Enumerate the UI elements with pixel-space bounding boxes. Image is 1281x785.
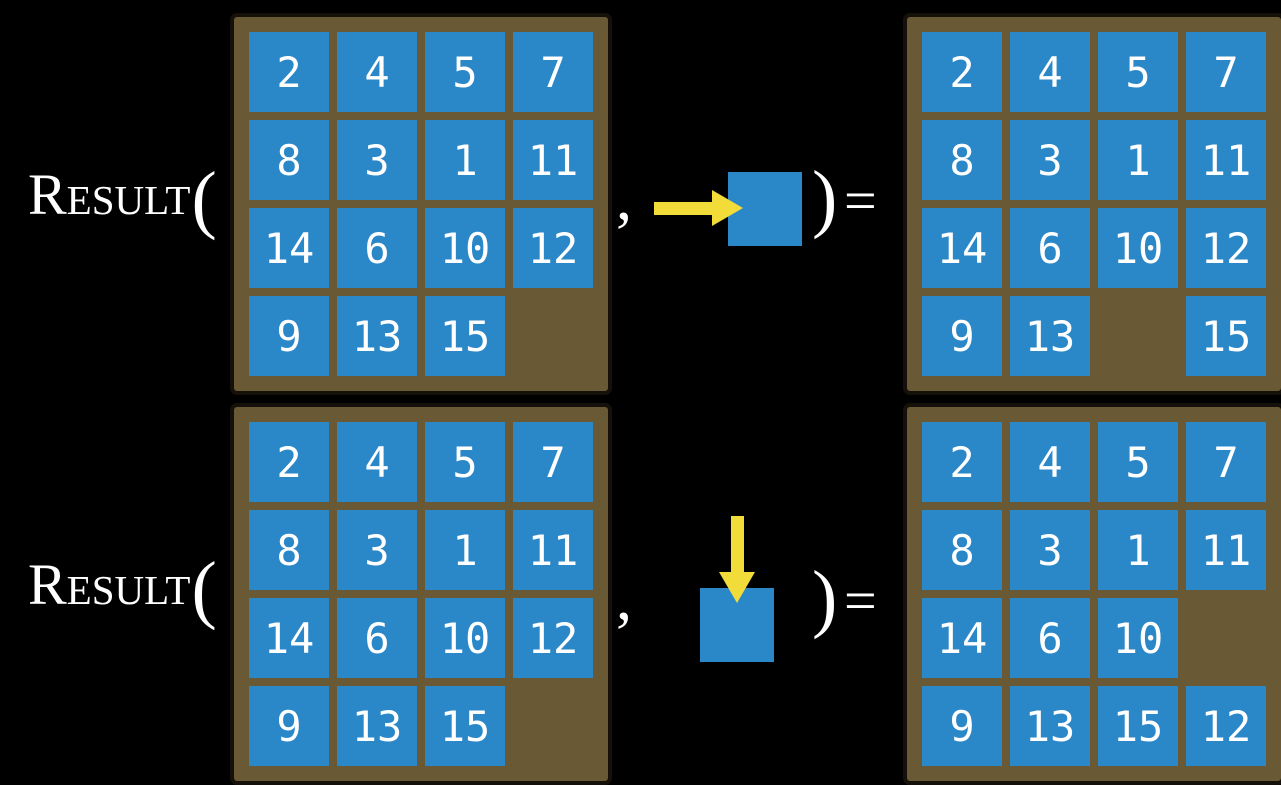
tile-7: 7 [1186, 32, 1266, 112]
tile-9: 9 [249, 686, 329, 766]
tile-11: 11 [513, 120, 593, 200]
tile-14: 14 [922, 208, 1002, 288]
tile-3: 3 [1010, 510, 1090, 590]
comma: , [616, 562, 632, 633]
open-paren: ( [191, 157, 217, 241]
tile-2: 2 [922, 422, 1002, 502]
tile-5: 5 [1098, 32, 1178, 112]
tile-13: 13 [1010, 296, 1090, 376]
tile-1: 1 [1098, 510, 1178, 590]
tile-15: 15 [1098, 686, 1178, 766]
tile-11: 11 [513, 510, 593, 590]
tile-6: 6 [1010, 598, 1090, 678]
tile-15: 15 [1186, 296, 1266, 376]
tile-15: 15 [425, 296, 505, 376]
tile-6: 6 [337, 208, 417, 288]
comma: , [616, 162, 632, 233]
tile-2: 2 [249, 32, 329, 112]
tile-8: 8 [922, 510, 1002, 590]
arrow-head [712, 190, 743, 226]
arrow-shaft [654, 202, 714, 215]
tile-8: 8 [249, 120, 329, 200]
tile-2: 2 [922, 32, 1002, 112]
tile-7: 7 [513, 32, 593, 112]
empty-cell [513, 686, 593, 766]
function-name: Result [28, 162, 191, 227]
close-paren: ) [812, 156, 838, 240]
tile-10: 10 [1098, 208, 1178, 288]
tile-8: 8 [922, 120, 1002, 200]
tile-4: 4 [1010, 422, 1090, 502]
tile-12: 12 [1186, 208, 1266, 288]
empty-cell [1098, 296, 1178, 376]
arrow-shaft [731, 516, 744, 574]
tile-11: 11 [1186, 120, 1266, 200]
tile-1: 1 [1098, 120, 1178, 200]
empty-cell [513, 296, 593, 376]
function-label: Result( [28, 161, 217, 237]
tile-13: 13 [337, 296, 417, 376]
tile-5: 5 [1098, 422, 1178, 502]
tile-14: 14 [922, 598, 1002, 678]
tile-1: 1 [425, 510, 505, 590]
tile-4: 4 [1010, 32, 1090, 112]
tile-3: 3 [337, 510, 417, 590]
tile-1: 1 [425, 120, 505, 200]
tile-6: 6 [1010, 208, 1090, 288]
tile-10: 10 [1098, 598, 1178, 678]
equals-sign: = [844, 568, 877, 633]
tile-13: 13 [1010, 686, 1090, 766]
tile-15: 15 [425, 686, 505, 766]
arrow-right-icon [654, 190, 744, 226]
tile-10: 10 [425, 208, 505, 288]
tile-8: 8 [249, 510, 329, 590]
tile-7: 7 [1186, 422, 1266, 502]
tile-14: 14 [249, 208, 329, 288]
tile-4: 4 [337, 422, 417, 502]
tile-13: 13 [337, 686, 417, 766]
tile-5: 5 [425, 422, 505, 502]
tile-10: 10 [425, 598, 505, 678]
tile-9: 9 [922, 686, 1002, 766]
tile-14: 14 [249, 598, 329, 678]
tile-12: 12 [1186, 686, 1266, 766]
arrow-head [719, 572, 755, 603]
tile-3: 3 [337, 120, 417, 200]
tile-12: 12 [513, 598, 593, 678]
tile-9: 9 [922, 296, 1002, 376]
tile-3: 3 [1010, 120, 1090, 200]
tile-6: 6 [337, 598, 417, 678]
open-paren: ( [191, 547, 217, 631]
close-paren: ) [812, 556, 838, 640]
equals-sign: = [844, 168, 877, 233]
empty-cell [1186, 598, 1266, 678]
tile-7: 7 [513, 422, 593, 502]
tile-4: 4 [337, 32, 417, 112]
tile-5: 5 [425, 32, 505, 112]
function-name: Result [28, 552, 191, 617]
tile-11: 11 [1186, 510, 1266, 590]
tile-2: 2 [249, 422, 329, 502]
tile-9: 9 [249, 296, 329, 376]
tile-12: 12 [513, 208, 593, 288]
arrow-down-icon [719, 516, 755, 604]
function-label: Result( [28, 551, 217, 627]
